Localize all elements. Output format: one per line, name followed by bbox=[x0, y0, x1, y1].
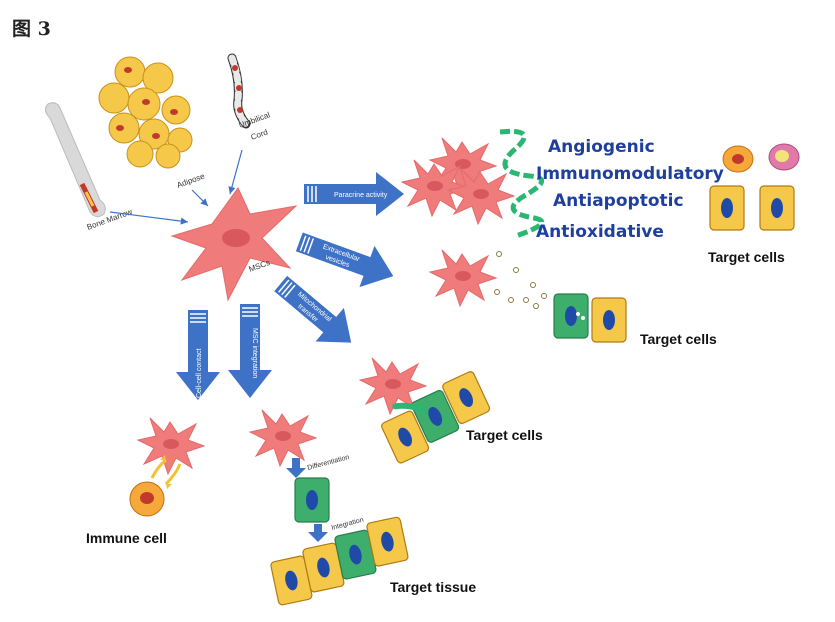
effect-immunomodulatory: Immunomodulatory bbox=[536, 164, 724, 184]
figure-label: 图 3 bbox=[12, 18, 51, 40]
vesicles-arrow: Extracellular vesicles bbox=[295, 232, 394, 288]
central-msc-cell bbox=[170, 187, 298, 302]
mito-target-cells bbox=[379, 369, 492, 465]
contact-arrow bbox=[176, 310, 220, 400]
target-cells-top-label: Target cells bbox=[708, 249, 785, 265]
effect-ribbon bbox=[499, 128, 545, 239]
contact-label: Cell-cell contact bbox=[196, 349, 203, 398]
effect-antiapoptotic: Antiapoptotic bbox=[553, 191, 684, 211]
umbilical-cord-illustration bbox=[227, 53, 251, 129]
differentiation-arrow bbox=[286, 458, 306, 478]
effect-angiogenic: Angiogenic bbox=[548, 137, 655, 157]
exchange-arrows bbox=[150, 455, 182, 489]
integration-step-arrow bbox=[308, 524, 328, 542]
differentiation-label: Differentiation bbox=[307, 454, 351, 472]
paracrine-label: Paracrine activity bbox=[334, 192, 388, 199]
target-cells-middle-label: Target cells bbox=[640, 331, 717, 347]
bone-marrow-illustration bbox=[44, 102, 106, 218]
paracrine-arrow bbox=[304, 172, 404, 216]
adipose-illustration bbox=[98, 56, 193, 169]
vesicle-msc bbox=[429, 249, 497, 307]
differentiated-cell bbox=[294, 477, 330, 523]
target-cells-mito-label: Target cells bbox=[466, 427, 543, 443]
msc-label: MSCs bbox=[248, 258, 272, 274]
mito-arrow: Mitochondrial transfer bbox=[274, 275, 352, 343]
umbilical-label-line2: Cord bbox=[250, 127, 269, 141]
integration-label: MSC integration bbox=[251, 328, 258, 378]
effect-antioxidative: Antioxidative bbox=[536, 222, 664, 242]
vesicle-dots bbox=[494, 251, 547, 309]
adipose-label: Adipose bbox=[176, 171, 207, 190]
middle-target-cells bbox=[553, 293, 627, 343]
integration-step-label: Integration bbox=[331, 517, 365, 532]
source-arrows bbox=[109, 149, 243, 225]
immune-cell-label: Immune cell bbox=[86, 530, 167, 546]
immune-cell bbox=[129, 481, 165, 517]
target-tissue-label: Target tissue bbox=[390, 579, 476, 595]
top-target-cells bbox=[709, 143, 800, 231]
integration-msc bbox=[249, 409, 317, 467]
integration-arrow bbox=[228, 304, 272, 398]
contact-msc bbox=[137, 417, 205, 475]
